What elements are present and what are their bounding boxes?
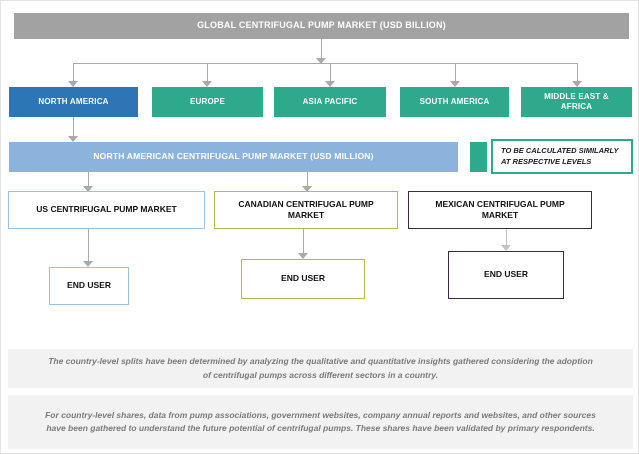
connector-bar-to-us <box>88 172 89 186</box>
arrowhead-sa <box>450 81 460 87</box>
arrowhead-apac <box>325 81 335 87</box>
connector-drop-europe <box>207 63 208 81</box>
footnote-country-splits: The country-level splits have been deter… <box>8 349 633 388</box>
global-market-header: GLOBAL CENTRIFUGAL PUMP MARKET (USD BILL… <box>14 13 629 39</box>
end-user-box-us: END USER <box>49 267 129 305</box>
connector-drop-apac <box>330 63 331 81</box>
end-user-box-canada: END USER <box>241 259 365 299</box>
footnote-country-shares: For country-level shares, data from pump… <box>8 395 633 449</box>
connector-us-to-enduser <box>88 229 89 261</box>
canadian-market-box: CANADIAN CENTRIFUGAL PUMP MARKET <box>214 191 398 229</box>
connector-drop-sa <box>455 63 456 81</box>
connector-drop-na <box>73 63 74 81</box>
us-market-box: US CENTRIFUGAL PUMP MARKET <box>8 191 205 229</box>
connector-trunk <box>321 39 322 58</box>
mexican-market-box: MEXICAN CENTRIFUGAL PUMP MARKET <box>408 191 592 229</box>
arrowhead-trunk <box>316 58 326 64</box>
teal-chip <box>470 142 487 172</box>
arrowhead-mexico-to-enduser <box>501 245 511 251</box>
connector-na-to-bar <box>73 117 74 136</box>
connector-bar-to-canada <box>307 172 308 186</box>
connector-rail <box>73 63 577 64</box>
arrowhead-canada-to-enduser <box>298 253 308 259</box>
connector-drop-mea <box>577 63 578 81</box>
region-europe: EUROPE <box>152 87 263 117</box>
arrowhead-europe <box>202 81 212 87</box>
connector-canada-to-enduser <box>303 229 304 253</box>
connector-mexico-to-enduser <box>506 229 507 245</box>
region-south-america: SOUTH AMERICA <box>400 87 509 117</box>
arrowhead-bar-to-us <box>83 186 93 192</box>
region-north-america: NORTH AMERICA <box>9 87 138 117</box>
arrowhead-mea <box>572 81 582 87</box>
arrowhead-na <box>68 81 78 87</box>
end-user-box-mexico: END USER <box>448 251 564 299</box>
arrowhead-us-to-enduser <box>83 261 93 267</box>
north-american-market-bar: NORTH AMERICAN CENTRIFUGAL PUMP MARKET (… <box>9 142 458 172</box>
arrowhead-bar-to-canada <box>302 186 312 192</box>
region-middle-east-africa: MIDDLE EAST & AFRICA <box>521 87 632 117</box>
arrowhead-na-to-bar <box>68 136 78 142</box>
note-box: TO BE CALCULATED SIMILARLY AT RESPECTIVE… <box>491 139 633 174</box>
region-asia-pacific: ASIA PACIFIC <box>274 87 386 117</box>
